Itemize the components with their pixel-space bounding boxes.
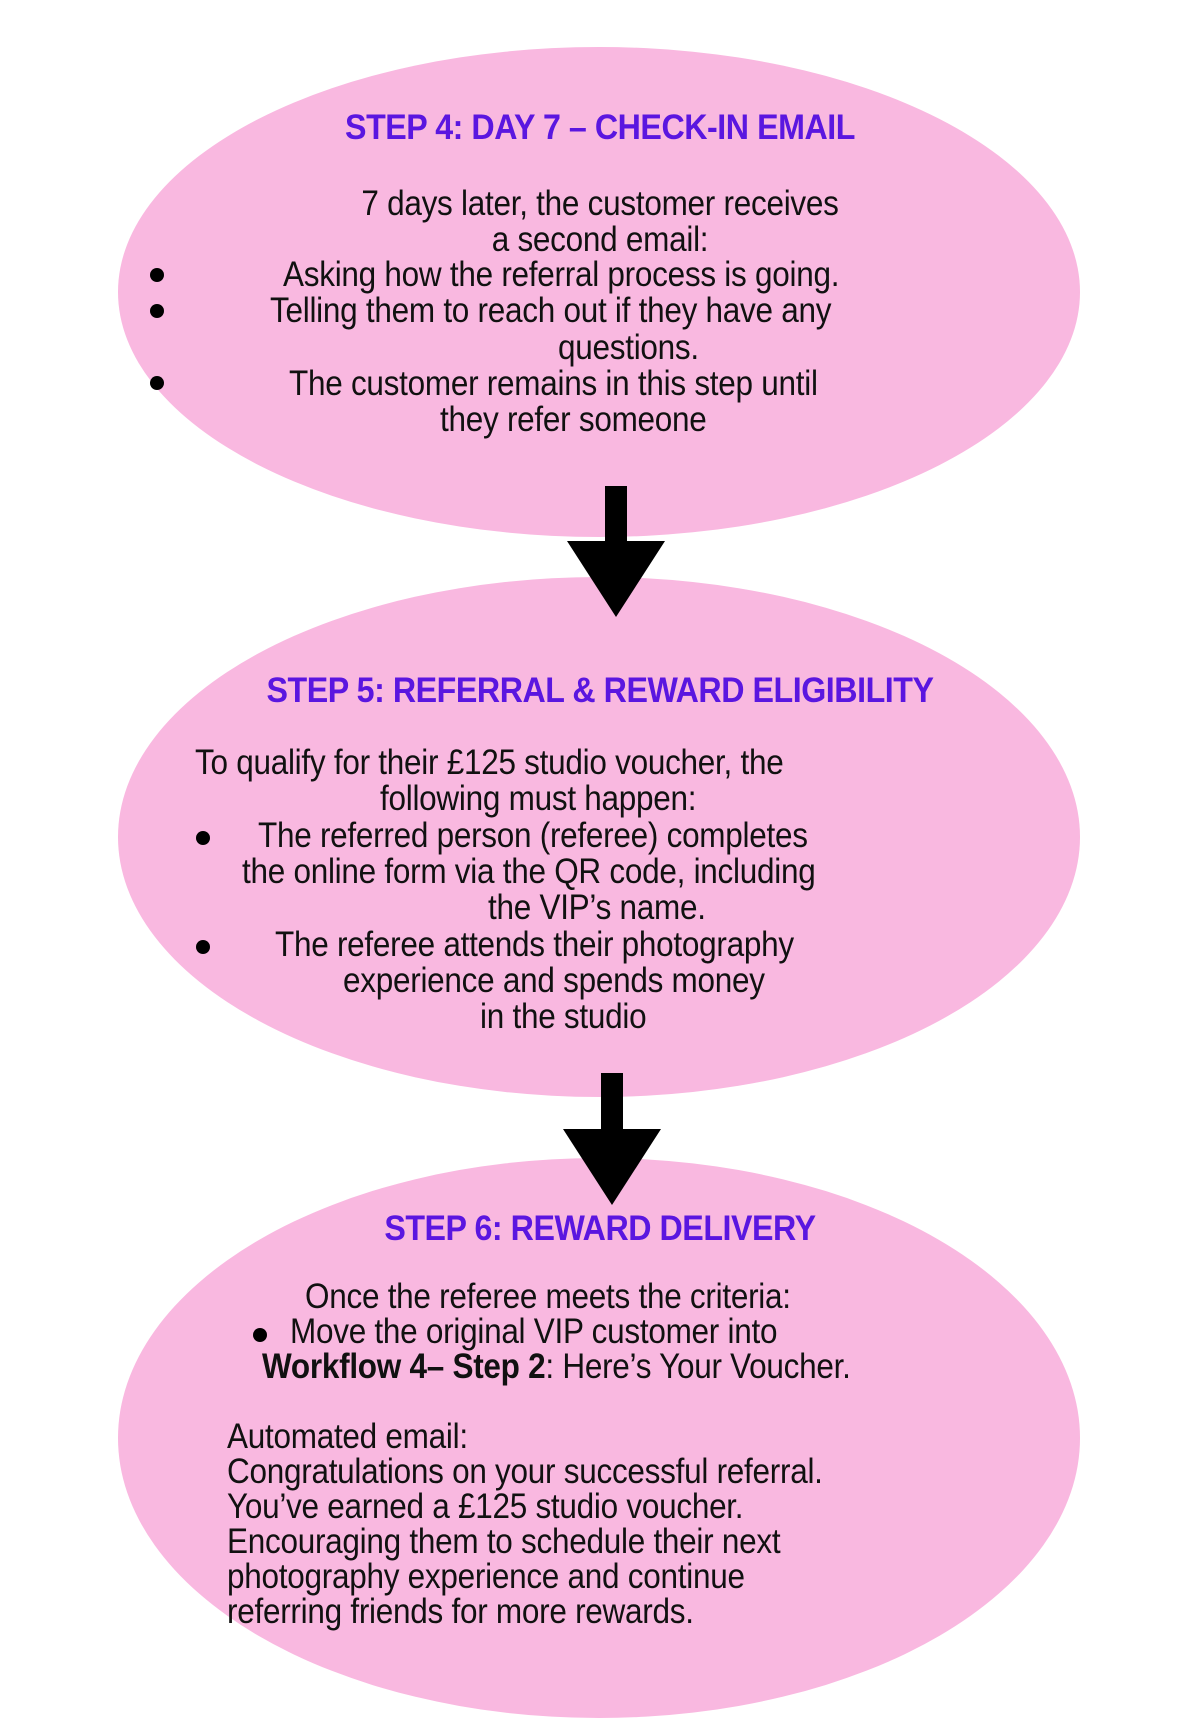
step-6-node (118, 1158, 1080, 1718)
step-4-bullet-text: questions. (558, 328, 699, 367)
step-4-bullet-text: Telling them to reach out if they have a… (270, 291, 832, 330)
step-4-title: STEP 4: DAY 7 – CHECK-IN EMAIL (345, 108, 855, 147)
email-line: photography experience and continue (227, 1557, 745, 1596)
step-4-bullet-text: The customer remains in this step until (289, 364, 818, 403)
arrow-head (567, 541, 665, 617)
step-6-title: STEP 6: REWARD DELIVERY (384, 1209, 816, 1248)
bullet-icon (150, 304, 164, 318)
email-label: Automated email: (227, 1417, 468, 1456)
step-5-bullet-text: experience and spends money (343, 961, 765, 1000)
step-4-bullet-text: Asking how the referral process is going… (283, 255, 840, 294)
step-4-intro-line: a second email: (491, 220, 709, 259)
step-5-title: STEP 5: REFERRAL & REWARD ELIGIBILITY (266, 671, 934, 710)
step-6-bullet-line2: Workflow 4– Step 2: Here’s Your Voucher. (262, 1349, 851, 1385)
arrow-shaft (605, 486, 627, 542)
step-4-bullet-text: they refer someone (440, 400, 707, 439)
step-6-bullet-text: Move the original VIP customer into (290, 1312, 778, 1351)
email-line: referring friends for more rewards. (227, 1592, 694, 1631)
step-5-intro-line: To qualify for their £125 studio voucher… (195, 743, 784, 782)
arrow-shaft (601, 1073, 623, 1130)
email-line: You’ve earned a £125 studio voucher. (227, 1487, 744, 1526)
bullet-icon (196, 831, 210, 845)
email-line: Encouraging them to schedule their next (227, 1522, 781, 1561)
step-5-node (118, 577, 1080, 1097)
step-5-bullet-text: in the studio (480, 997, 647, 1036)
step-5-bullet-text: the VIP’s name. (488, 888, 706, 927)
step-4-node (118, 47, 1080, 537)
bullet-icon (196, 940, 210, 954)
step-5-bullet-text: The referee attends their photography (275, 925, 794, 964)
step-4-intro-line: 7 days later, the customer receives (361, 184, 839, 223)
step-5-bullet-text: the online form via the QR code, includi… (242, 852, 816, 891)
bullet-icon (253, 1328, 267, 1342)
bullet-icon (150, 268, 164, 282)
step-5-bullet-text: The referred person (referee) completes (258, 816, 808, 855)
email-line: Congratulations on your successful refer… (227, 1452, 823, 1491)
step-6-intro-line: Once the referee meets the criteria: (305, 1277, 791, 1316)
workflow-reference: Workflow 4– Step 2 (262, 1347, 546, 1386)
workflow-step-name: : Here’s Your Voucher. (545, 1347, 851, 1386)
step-5-intro-line: following must happen: (380, 779, 697, 818)
arrow-head (563, 1129, 661, 1205)
bullet-icon (150, 376, 164, 390)
